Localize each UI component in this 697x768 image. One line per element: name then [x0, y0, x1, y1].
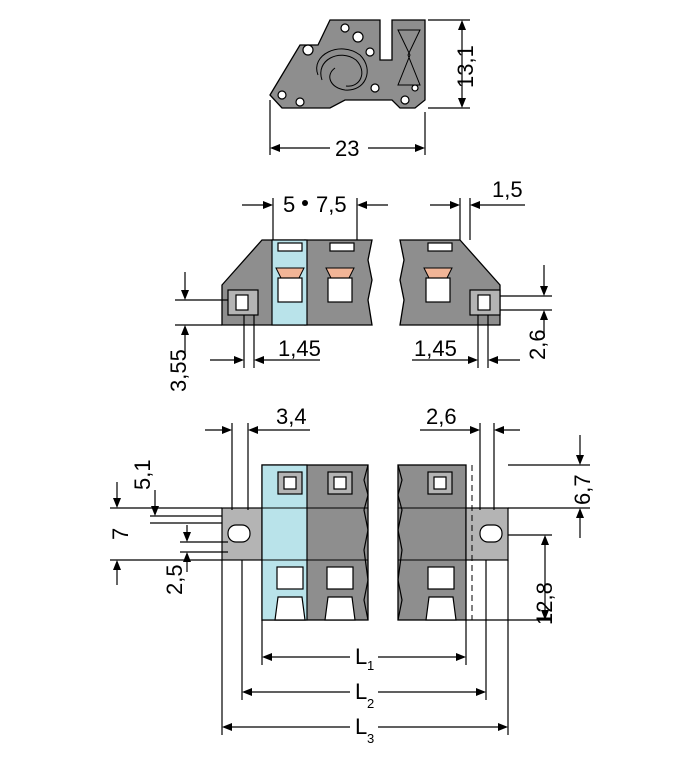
dim-L1: L	[355, 644, 367, 669]
dim-3-55: 3,55	[166, 349, 191, 392]
top-view: 5 7,5 1,5 3,55 1,45 1,45	[166, 177, 552, 392]
dim-1-5: 1,5	[492, 177, 523, 202]
dim-L1-sub: 1	[367, 658, 374, 673]
dim-L3: L	[355, 714, 367, 739]
front-view: 3,4 2,6 5,1 7 2,5	[108, 404, 595, 746]
dim-5-1: 5,1	[130, 459, 155, 490]
dim-12-8: 12,8	[532, 582, 557, 625]
side-view: 13,1 23	[269, 19, 478, 161]
dim-2-6-right: 2,6	[525, 329, 550, 360]
dim-L3-sub: 3	[367, 731, 374, 746]
dim-7-5: 7,5	[316, 192, 347, 217]
dim-7: 7	[108, 528, 133, 540]
dim-L2-sub: 2	[367, 696, 374, 711]
dim-13-1: 13,1	[453, 45, 478, 88]
dim-2-5: 2,5	[162, 564, 187, 595]
dim-3-4: 3,4	[276, 404, 307, 429]
dim-1-45-right: 1,45	[414, 336, 457, 361]
dim-L2: L	[355, 679, 367, 704]
dim-1-45-left: 1,45	[278, 336, 321, 361]
dim-23: 23	[335, 136, 359, 161]
dim-2-6-top: 2,6	[426, 404, 457, 429]
dim-5: 5	[283, 192, 295, 217]
dim-6-7: 6,7	[570, 474, 595, 505]
